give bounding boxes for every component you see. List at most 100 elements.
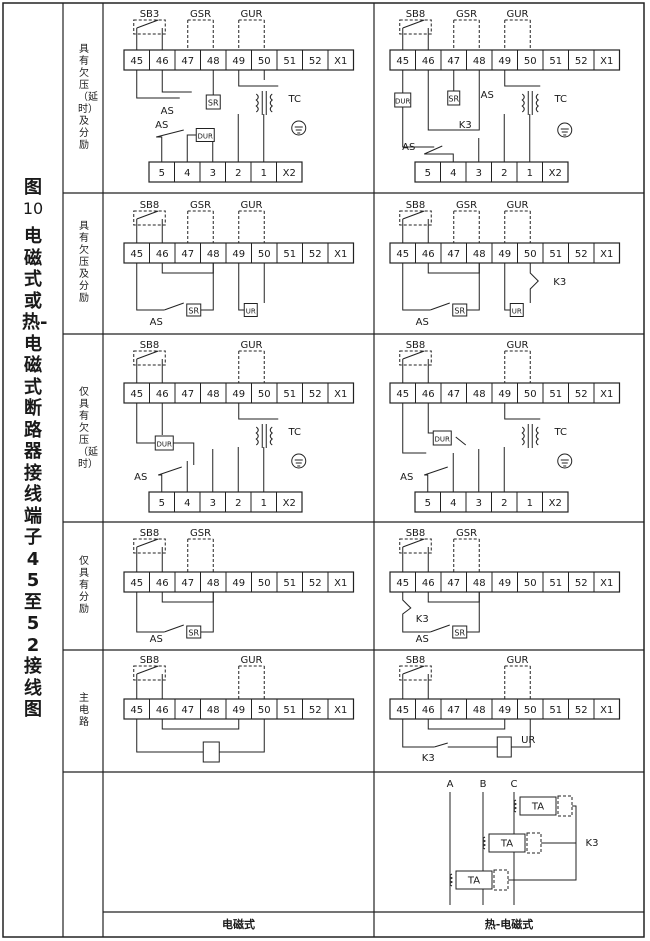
sr-box-label: SR [188, 307, 199, 316]
gsr-label: GSR [190, 200, 211, 211]
terminal-50: 50 [524, 249, 537, 260]
terminal-48: 48 [473, 705, 486, 716]
as-label: AS [481, 90, 494, 101]
wire [161, 592, 214, 603]
terminal-47: 47 [447, 56, 460, 67]
gur-label: GUR [506, 340, 528, 351]
terminal-52: 52 [309, 578, 322, 589]
row-label-5: 主电路 [79, 693, 89, 728]
pushbutton-box [133, 19, 166, 35]
tc-transformer-primary [255, 93, 259, 113]
terminal-50: 50 [258, 389, 271, 400]
terminal-48: 48 [207, 56, 220, 67]
terminal-49: 49 [498, 389, 511, 400]
tc-transformer-primary [255, 426, 259, 446]
wire [427, 592, 480, 603]
gur-label: GUR [506, 655, 528, 666]
column-label-electromagnetic: 电磁式 [222, 918, 255, 931]
terminal-51: 51 [549, 56, 562, 67]
terminal-5: 5 [159, 498, 165, 509]
coil-box [202, 741, 220, 763]
terminal-46: 46 [422, 389, 435, 400]
terminal-x1: X1 [600, 705, 613, 716]
dur-box-label: DUR [198, 133, 214, 141]
terminal-47: 47 [181, 249, 194, 260]
terminal-4: 4 [450, 168, 456, 179]
terminal-48: 48 [473, 578, 486, 589]
ta-box [455, 870, 493, 890]
phase-a-label: A [447, 779, 454, 790]
gur-label: GUR [240, 9, 262, 20]
as-contact [430, 302, 450, 311]
terminal-50: 50 [258, 705, 271, 716]
terminal-x2: X2 [549, 168, 562, 179]
terminal-46: 46 [422, 705, 435, 716]
row-label-1: 具有欠压（延时）及分励 [78, 44, 98, 151]
sr-box-label: SR [454, 629, 465, 638]
terminal-51: 51 [549, 249, 562, 260]
terminal-4: 4 [450, 498, 456, 509]
terminal-45: 45 [396, 56, 409, 67]
figure-number-prefix: 图 [24, 177, 42, 198]
wire [427, 70, 480, 131]
terminal-48: 48 [207, 705, 220, 716]
gur-label: GUR [240, 200, 262, 211]
terminal-52: 52 [575, 249, 588, 260]
phase-b-label: B [480, 779, 487, 790]
wire [186, 134, 197, 162]
terminal-47: 47 [447, 249, 460, 260]
terminal-48: 48 [207, 249, 220, 260]
as-contact [156, 129, 184, 138]
gsr-label: GSR [456, 9, 477, 20]
terminal-49: 49 [232, 56, 245, 67]
sb8-label: SB8 [140, 200, 160, 211]
tc-transformer-secondary [535, 93, 540, 113]
terminal-4: 4 [184, 168, 190, 179]
ct-sensor [557, 795, 573, 817]
pushbutton-contact [402, 210, 425, 220]
ur-box-label: UR [512, 308, 522, 316]
terminal-46: 46 [422, 56, 435, 67]
k3-label: K3 [553, 277, 566, 288]
column-label-thermal-electromagnetic: 热-电磁式 [484, 918, 534, 931]
ground-symbol [557, 453, 573, 469]
sb8-label: SB8 [140, 340, 160, 351]
terminal-x1: X1 [600, 56, 613, 67]
terminal-47: 47 [447, 578, 460, 589]
wire [136, 719, 204, 753]
wire [427, 403, 435, 434]
terminal-3: 3 [476, 168, 482, 179]
ur-box [509, 303, 524, 317]
terminal-48: 48 [473, 56, 486, 67]
wire [427, 263, 480, 274]
row-label-2: 具有欠压及分励 [79, 221, 89, 304]
wire [136, 70, 180, 99]
wire [504, 70, 541, 87]
terminal-2: 2 [501, 498, 507, 509]
terminal-52: 52 [309, 705, 322, 716]
terminal-51: 51 [549, 389, 562, 400]
ct-winding [513, 799, 518, 813]
sb3-label: SB3 [140, 9, 160, 20]
as-label: AS [402, 142, 415, 153]
pushbutton-contact [402, 665, 425, 675]
pushbutton-contact [136, 19, 159, 29]
terminal-50: 50 [524, 56, 537, 67]
tc-label: TC [553, 427, 567, 438]
gur-label: GUR [506, 9, 528, 20]
terminal-45: 45 [396, 389, 409, 400]
sb8-label: SB8 [406, 9, 426, 20]
terminal-x1: X1 [334, 56, 347, 67]
terminal-5: 5 [425, 498, 431, 509]
terminal-49: 49 [498, 578, 511, 589]
terminal-x1: X1 [334, 578, 347, 589]
as-contact [424, 145, 443, 155]
as-contact [164, 624, 184, 633]
gur-label: GUR [506, 200, 528, 211]
terminal-2: 2 [501, 168, 507, 179]
wire [173, 442, 195, 465]
gur-label: GUR [240, 340, 262, 351]
gsr-label: GSR [456, 200, 477, 211]
phase-c-label: C [511, 779, 518, 790]
